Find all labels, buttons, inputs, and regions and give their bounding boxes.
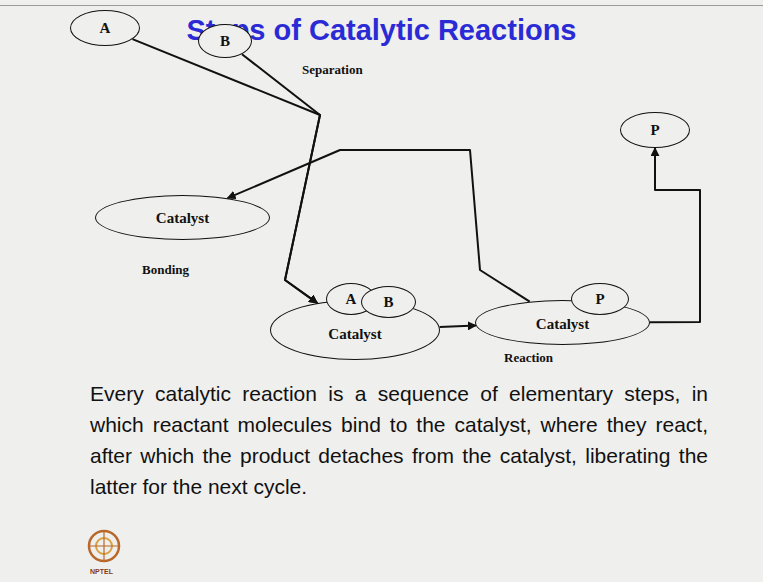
step-label: Reaction bbox=[502, 350, 555, 366]
step-label: Bonding bbox=[140, 262, 191, 278]
catalyst-ellipse: CatalystAB bbox=[270, 300, 440, 360]
node-label: P bbox=[595, 290, 604, 308]
node-label: Catalyst bbox=[328, 325, 381, 343]
step-arrow bbox=[440, 326, 476, 327]
node-label: Catalyst bbox=[536, 315, 589, 333]
catalyst-ellipse: CatalystP bbox=[475, 300, 650, 345]
caption-text: Every catalytic reaction is a sequence o… bbox=[90, 378, 708, 502]
node-label: P bbox=[650, 121, 659, 139]
node-label: A bbox=[100, 19, 111, 37]
catalyst-ellipse: Catalyst bbox=[95, 195, 270, 240]
reactant-circle: B bbox=[361, 286, 416, 318]
node-label: B bbox=[383, 293, 393, 311]
reactant-circle: B bbox=[198, 24, 252, 58]
logo-emblem bbox=[84, 528, 124, 568]
step-arrow bbox=[650, 148, 700, 322]
node-label: A bbox=[346, 290, 357, 308]
step-arrow bbox=[228, 150, 530, 302]
product-circle: P bbox=[620, 112, 690, 148]
step-arrow bbox=[242, 54, 320, 303]
logo-text: NPTEL bbox=[88, 568, 115, 575]
reactant-circle: A bbox=[70, 10, 140, 46]
product-circle: P bbox=[571, 283, 629, 315]
step-label: Separation bbox=[300, 62, 365, 78]
top-rule bbox=[0, 5, 763, 6]
node-label: Catalyst bbox=[156, 209, 209, 227]
node-label: B bbox=[220, 32, 230, 50]
